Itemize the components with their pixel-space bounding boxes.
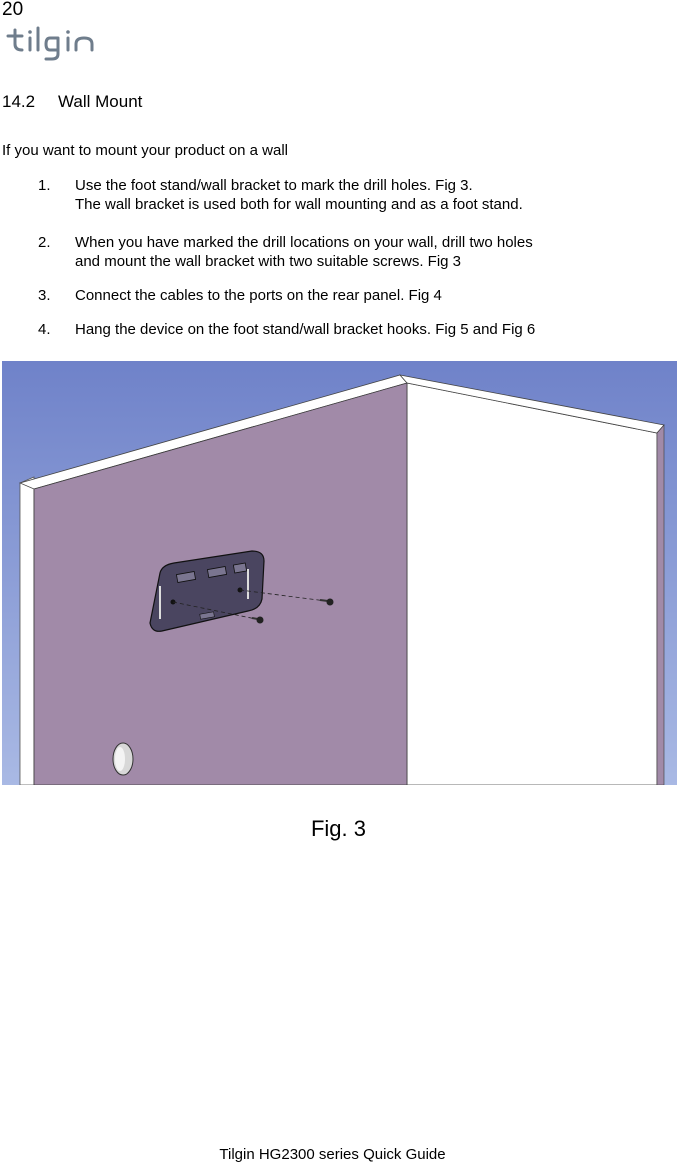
wall-mount-illustration (2, 361, 677, 785)
section-number: 14.2 (2, 92, 36, 111)
intro-text: If you want to mount your product on a w… (2, 142, 288, 159)
page-footer: Tilgin HG2300 series Quick Guide (219, 1146, 446, 1163)
step-text: When you have marked the drill locations… (75, 234, 533, 251)
screw-icon (251, 616, 264, 624)
wall-side-face (406, 382, 658, 785)
step-number: 4. (38, 321, 51, 338)
wall-left-edge (19, 476, 35, 785)
step-text: Hang the device on the foot stand/wall b… (75, 321, 536, 338)
step-number: 3. (38, 287, 51, 304)
wall-bracket (149, 550, 265, 632)
cable-hole-inner (115, 747, 125, 771)
section-title: Wall Mount (58, 92, 143, 111)
step-number: 1. (38, 177, 51, 194)
step-text: and mount the wall bracket with two suit… (75, 253, 462, 270)
figure-caption: Fig. 3 (310, 816, 367, 841)
step-text: The wall bracket is used both for wall m… (75, 196, 523, 213)
wall-back-strip (656, 424, 665, 785)
step-text: Use the foot stand/wall bracket to mark … (75, 177, 473, 194)
section-heading: 14.2 Wall Mount (2, 92, 142, 112)
step-number: 2. (38, 234, 51, 251)
screw-icon (319, 598, 334, 606)
screw-guide-line (172, 601, 257, 620)
screw-guide-line (239, 589, 327, 602)
page-number: 20 (2, 0, 24, 20)
tilgin-logo (6, 26, 94, 61)
step-text: Connect the cables to the ports on the r… (75, 287, 442, 304)
